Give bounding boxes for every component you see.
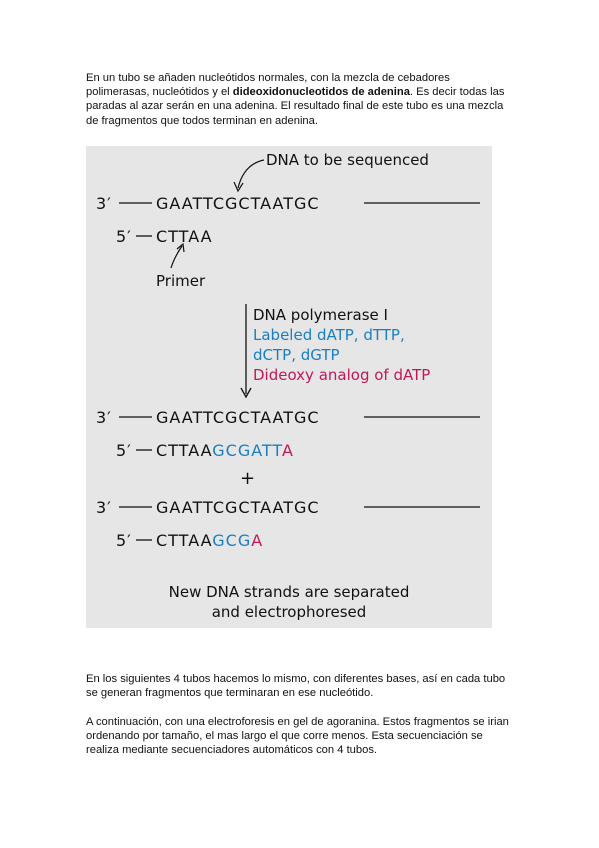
reagent-dideoxy-datp: Dideoxy analog of dATP (253, 366, 430, 384)
plus-sign: + (240, 468, 256, 489)
primer-5prime-label: 5′ (116, 227, 132, 246)
primer-label-arrowhead (176, 242, 185, 253)
primer-sequence: CTTAA (156, 227, 213, 246)
product2-new-bases: GCG (212, 531, 251, 550)
product1-template-3prime: 3′ (96, 408, 112, 427)
intro-bold-term: dideoxidonucleotidos de adenina (232, 86, 410, 99)
template-3prime-label: 3′ (96, 194, 112, 213)
product2-primer-part: CTTAA (156, 531, 212, 550)
intro-text-end: . Es decir todas las paradas al azar ser… (86, 86, 505, 127)
dna-label-arrow (237, 159, 265, 189)
product1-primer-part: CTTAA (156, 441, 212, 460)
sanger-sequencing-figure: DNA to be sequenced 3′ GAATTCGCTAATGC 5′… (86, 146, 492, 628)
label-dna-to-be-sequenced: DNA to be sequenced (266, 151, 429, 169)
reagent-labeled-datp: Labeled dATP, dTTP, (253, 326, 405, 344)
electrophoresis-paragraph: A continuación, con una electroforesis e… (86, 716, 509, 757)
product1-5prime: 5′ (116, 441, 132, 460)
reagent-polymerase: DNA polymerase I (253, 306, 388, 324)
product2-template-3prime: 3′ (96, 498, 112, 517)
dna-label-arrowhead (233, 181, 244, 193)
primer-label-arrow (170, 245, 183, 269)
figure-caption-line2: and electrophoresed (212, 603, 367, 621)
product2-dideoxy-end: A (251, 531, 263, 550)
product2-sequence: CTTAAGCGA (156, 531, 263, 550)
figure-diagram: DNA to be sequenced 3′ GAATTCGCTAATGC 5′… (96, 151, 480, 621)
product1-template-sequence: GAATTCGCTAATGC (156, 408, 320, 427)
product2-template-sequence: GAATTCGCTAATGC (156, 498, 320, 517)
label-primer: Primer (156, 272, 206, 290)
product1-new-bases: GCGATT (212, 441, 282, 460)
intro-text-start: En un tubo se añaden nucleótidos normale… (86, 72, 450, 99)
tubes-paragraph: En los siguientes 4 tubos hacemos lo mis… (86, 673, 506, 700)
reaction-arrowhead (240, 387, 252, 399)
figure-caption-line1: New DNA strands are separated (169, 583, 410, 601)
product1-sequence: CTTAAGCGATTA (156, 441, 294, 460)
reagent-dctp-dgtp: dCTP, dGTP (253, 346, 340, 364)
product2-5prime: 5′ (116, 531, 132, 550)
intro-paragraph: En un tubo se añaden nucleótidos normale… (86, 71, 516, 128)
template-sequence: GAATTCGCTAATGC (156, 194, 320, 213)
product1-dideoxy-end: A (282, 441, 294, 460)
